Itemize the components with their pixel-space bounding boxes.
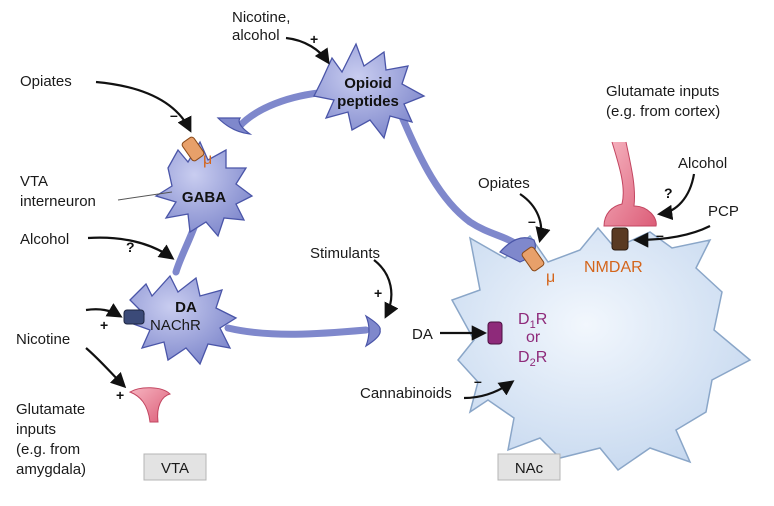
- opioid-axon-to-nac: [396, 108, 520, 248]
- mu-receptor-nac: [521, 246, 545, 272]
- label-opioid-peptides-1: Opioid: [344, 75, 392, 92]
- dopamine-receptor: [487, 321, 503, 345]
- arrow-nicotine-to-glutamate: [85, 347, 127, 389]
- label-mu-right: μ: [546, 269, 555, 286]
- label-opiates-left: Opiates: [20, 73, 72, 90]
- label-opioid-peptides-2: peptides: [337, 93, 399, 110]
- label-nmdar: NMDAR: [584, 259, 643, 276]
- arrow-opiates-right: [519, 193, 551, 243]
- opioid-axon-to-vta: [234, 88, 332, 132]
- opioid-peptide-neuron: [313, 42, 426, 140]
- label-vta-interneuron-2: interneuron: [20, 193, 96, 210]
- label-da-release: DA: [412, 326, 433, 343]
- da-terminal: [364, 314, 381, 348]
- label-vta-interneuron-1: VTA: [20, 173, 48, 190]
- da-axon: [224, 324, 370, 338]
- sign-plus-stimulants: +: [374, 285, 382, 301]
- label-nachr: NAChR: [150, 317, 201, 334]
- label-glutamate-amygdala-3: (e.g. from: [16, 441, 80, 458]
- gaba-interneuron: [154, 140, 254, 238]
- label-nicotine: Nicotine: [16, 331, 70, 348]
- d1r-d: D: [518, 311, 530, 328]
- label-nicotine-alcohol-1: Nicotine,: [232, 9, 290, 26]
- label-gaba: GABA: [182, 189, 226, 206]
- label-glutamate-amygdala-1: Glutamate: [16, 401, 85, 418]
- label-stimulants: Stimulants: [310, 245, 380, 262]
- arrow-stimulants: [373, 259, 399, 319]
- nac-neuron: [450, 226, 752, 472]
- label-glutamate-cortex-1: Glutamate inputs: [606, 83, 719, 100]
- label-d2r: D2R: [518, 349, 547, 369]
- label-mu-left: μ: [203, 151, 212, 168]
- sign-minus-pcp: –: [656, 227, 664, 243]
- vta-region-box: VTA: [143, 453, 207, 481]
- d2r-d: D: [518, 349, 530, 366]
- label-or: or: [526, 329, 541, 346]
- glutamate-terminal-amygdala: [128, 387, 171, 423]
- arrow-nicotine-alcohol: [285, 36, 330, 65]
- label-opiates-right: Opiates: [478, 175, 530, 192]
- sign-plus-nicotine-alcohol: +: [310, 31, 318, 47]
- mu-receptor-vta: [181, 136, 205, 162]
- sign-plus-nicotine: +: [100, 317, 108, 333]
- sign-minus-opiates-left: –: [170, 107, 178, 123]
- sign-question-alcohol-left: ?: [126, 239, 135, 255]
- nac-region-box: NAc: [497, 453, 561, 481]
- arrow-nicotine: [85, 303, 123, 318]
- glutamate-terminal-cortex: [603, 141, 657, 227]
- arrow-alcohol-left: [87, 236, 175, 260]
- sign-minus-cannabinoids: –: [474, 373, 482, 389]
- sign-question-alcohol-right: ?: [664, 185, 673, 201]
- label-glutamate-amygdala-4: amygdala): [16, 461, 86, 478]
- label-glutamate-amygdala-2: inputs: [16, 421, 56, 438]
- arrow-alcohol-right: [656, 173, 696, 221]
- label-alcohol-right: Alcohol: [678, 155, 727, 172]
- label-da-neuron: DA: [175, 299, 197, 316]
- label-alcohol-left: Alcohol: [20, 231, 69, 248]
- d1r-subscript: 1: [530, 319, 536, 331]
- vta-interneuron-pointer: [117, 191, 173, 201]
- da-neuron: [126, 274, 238, 366]
- label-nac-box: NAc: [515, 460, 544, 477]
- arrow-opiates-left: [95, 80, 192, 133]
- label-cannabinoids: Cannabinoids: [360, 385, 452, 402]
- label-d1r: D1R: [518, 311, 547, 331]
- label-glutamate-cortex-2: (e.g. from cortex): [606, 103, 720, 120]
- sign-minus-opiates-right: –: [528, 213, 536, 229]
- label-vta-box: VTA: [161, 460, 189, 477]
- sign-plus-glutamate-amygdala: +: [116, 387, 124, 403]
- d2r-subscript: 2: [530, 357, 536, 369]
- label-pcp: PCP: [708, 203, 739, 220]
- nmdar-receptor: [611, 227, 629, 251]
- d2r-r: R: [536, 349, 548, 366]
- arrow-pcp: [632, 225, 711, 248]
- arrow-cannabinoids: [463, 380, 515, 400]
- d1r-r: R: [536, 311, 548, 328]
- opioid-terminal-vta: [216, 117, 253, 135]
- nachr-receptor: [123, 309, 145, 325]
- label-nicotine-alcohol-2: alcohol: [232, 27, 280, 44]
